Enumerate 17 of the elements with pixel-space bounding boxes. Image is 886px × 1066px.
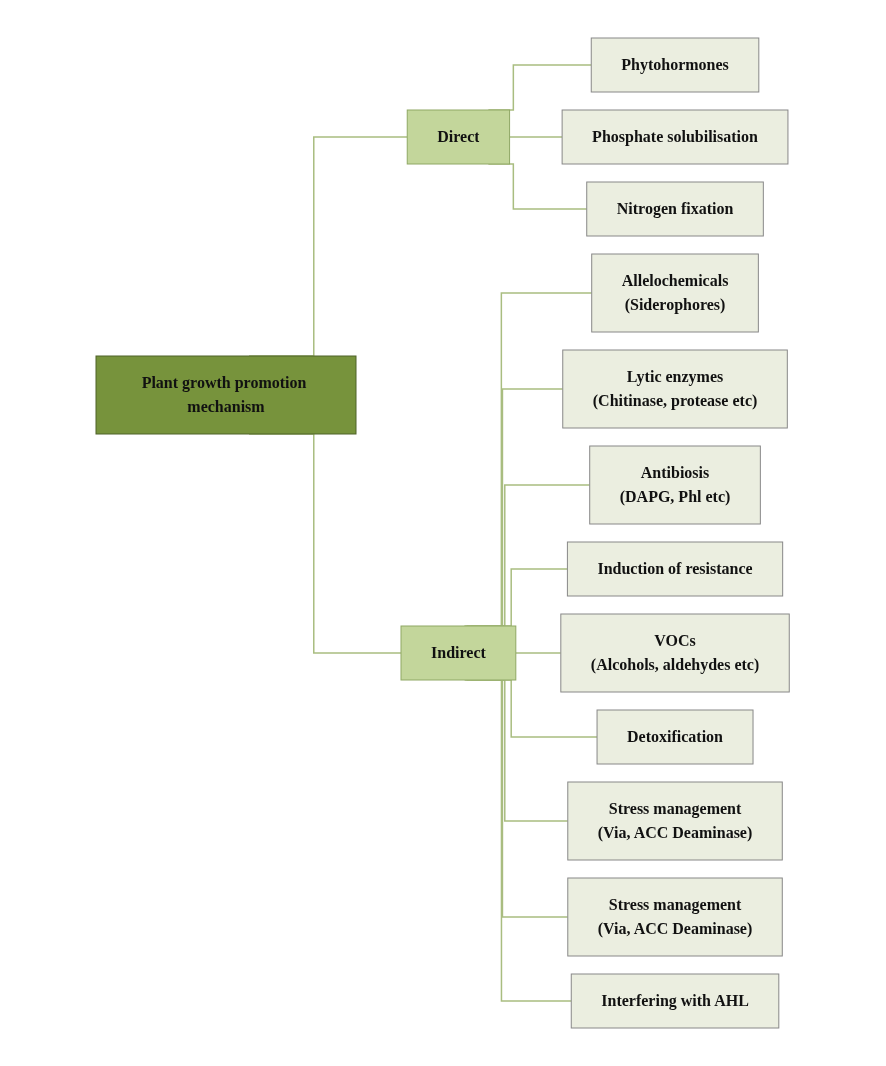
node-box: Phosphate solubilisation xyxy=(562,109,789,165)
node-box: Plant growth promotion mechanism xyxy=(95,355,357,435)
node-box: Induction of resistance xyxy=(567,541,784,597)
node-box: VOCs (Alcohols, aldehydes etc) xyxy=(560,613,791,693)
node-box: Indirect xyxy=(400,625,517,681)
connector xyxy=(509,136,564,138)
node-box: Direct xyxy=(407,109,511,165)
node-box: Allelochemicals (Siderophores) xyxy=(591,253,760,333)
node-box: Interfering with AHL xyxy=(571,973,780,1029)
node-box: Phytohormones xyxy=(591,37,760,93)
node-box: Stress management (Via, ACC Deaminase) xyxy=(567,877,784,957)
node-box: Nitrogen fixation xyxy=(586,181,765,237)
node-box: Detoxification xyxy=(596,709,754,765)
node-box: Lytic enzymes (Chitinase, protease etc) xyxy=(562,349,789,429)
node-box: Stress management (Via, ACC Deaminase) xyxy=(567,781,784,861)
connector xyxy=(515,652,562,654)
node-box: Antibiosis (DAPG, Phl etc) xyxy=(589,445,762,525)
